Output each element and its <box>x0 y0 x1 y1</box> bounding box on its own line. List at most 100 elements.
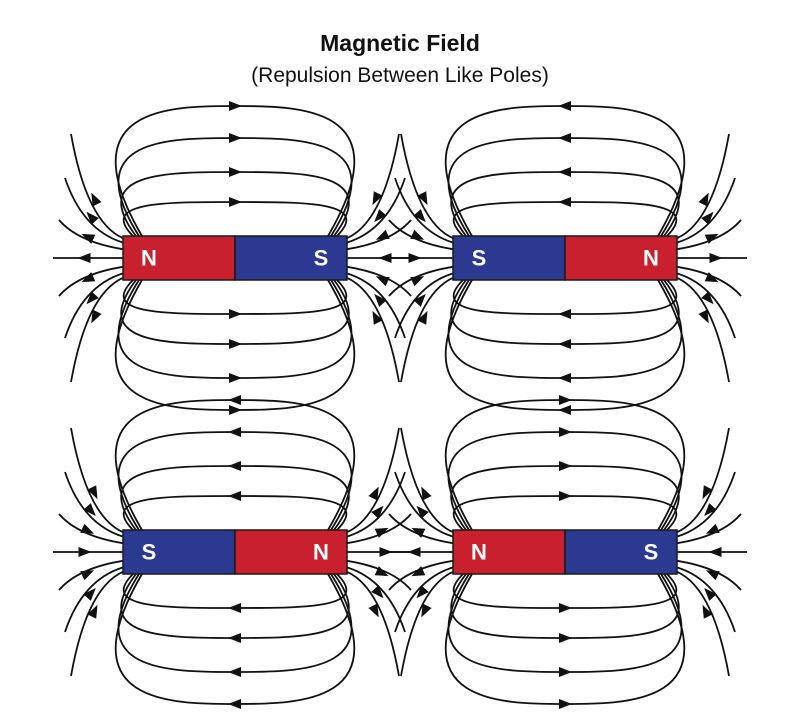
field-arrow <box>410 276 425 287</box>
field-arrow <box>559 461 572 471</box>
pole-label: S <box>142 540 157 565</box>
field-arrow <box>702 604 713 619</box>
field-arrow <box>704 587 717 601</box>
field-arrow <box>229 167 242 177</box>
field-line <box>117 279 353 379</box>
field-arrow <box>558 405 571 415</box>
pole-left <box>122 529 236 575</box>
field-arrow <box>704 272 719 283</box>
field-arrow <box>705 523 720 534</box>
pole-label: S <box>644 540 659 565</box>
diagram-subtitle: (Repulsion Between Like Poles) <box>251 64 549 87</box>
field-arrow <box>374 209 387 223</box>
field-line <box>394 177 454 244</box>
field-arrow <box>368 603 379 618</box>
field-line <box>394 566 454 633</box>
field-arrow <box>558 339 571 349</box>
field-line <box>400 427 454 534</box>
field-arrow <box>559 603 572 613</box>
field-arrow <box>558 133 571 143</box>
field-arrow <box>704 233 719 244</box>
field-arrow <box>229 101 242 111</box>
field-arrow <box>416 585 429 599</box>
field-arrow <box>407 547 421 557</box>
field-line <box>676 272 736 339</box>
field-arrow <box>83 503 96 517</box>
field-arrow <box>374 293 387 307</box>
field-arrow <box>228 395 241 405</box>
field-line <box>400 133 454 240</box>
field-line <box>122 573 348 609</box>
field-line <box>70 276 124 383</box>
field-arrow <box>410 229 425 240</box>
field-arrow <box>229 197 242 207</box>
field-arrow <box>229 339 242 349</box>
field-arrow <box>701 211 714 225</box>
field-arrow <box>86 211 99 225</box>
field-line <box>122 201 348 237</box>
field-line <box>346 427 400 534</box>
pole-label: N <box>313 540 329 565</box>
field-line <box>346 471 406 538</box>
field-line <box>346 276 400 383</box>
pole-label: S <box>314 246 329 271</box>
field-arrow <box>229 309 242 319</box>
field-line <box>70 133 124 240</box>
pole-right <box>564 235 678 281</box>
pole-left <box>452 235 566 281</box>
pole-label: N <box>643 246 659 271</box>
field-line <box>452 573 678 609</box>
field-arrow <box>229 373 242 383</box>
field-line <box>452 279 678 315</box>
field-line <box>447 137 683 237</box>
field-arrow <box>368 486 379 501</box>
field-arrow <box>702 485 713 500</box>
field-arrow <box>558 309 571 319</box>
field-line <box>676 219 742 251</box>
field-arrow <box>228 633 241 643</box>
field-arrow <box>228 603 241 613</box>
field-line <box>447 431 683 531</box>
field-arrow <box>709 253 723 263</box>
field-arrow <box>91 192 102 207</box>
field-line <box>64 471 124 538</box>
field-line <box>394 471 454 538</box>
field-arrow <box>559 667 572 677</box>
field-arrow <box>372 310 383 325</box>
field-arrow <box>558 101 571 111</box>
field-arrow <box>559 633 572 643</box>
field-arrow <box>81 233 96 244</box>
field-arrow <box>77 253 91 263</box>
field-arrow <box>701 291 714 305</box>
field-arrow <box>417 191 428 206</box>
field-arrow <box>375 229 390 240</box>
field-arrow <box>372 191 383 206</box>
field-line <box>70 427 124 534</box>
field-line <box>58 219 124 251</box>
field-line <box>346 177 406 244</box>
pole-label: S <box>472 246 487 271</box>
field-arrow <box>558 167 571 177</box>
field-line <box>346 559 412 591</box>
field-arrow <box>413 293 426 307</box>
field-line <box>58 265 124 297</box>
field-line <box>400 276 454 383</box>
field-arrow <box>87 485 98 500</box>
field-arrow <box>421 486 432 501</box>
field-line <box>400 570 454 677</box>
field-line <box>117 431 353 531</box>
field-arrow <box>411 566 426 577</box>
field-arrow <box>81 272 96 283</box>
field-line <box>346 133 400 240</box>
field-arrow <box>371 505 384 519</box>
pole-left <box>452 529 566 575</box>
pole-right <box>234 529 348 575</box>
field-arrow <box>705 570 720 581</box>
field-line <box>122 495 348 531</box>
field-arrow <box>558 197 571 207</box>
field-arrow <box>708 547 722 557</box>
field-arrow <box>421 603 432 618</box>
